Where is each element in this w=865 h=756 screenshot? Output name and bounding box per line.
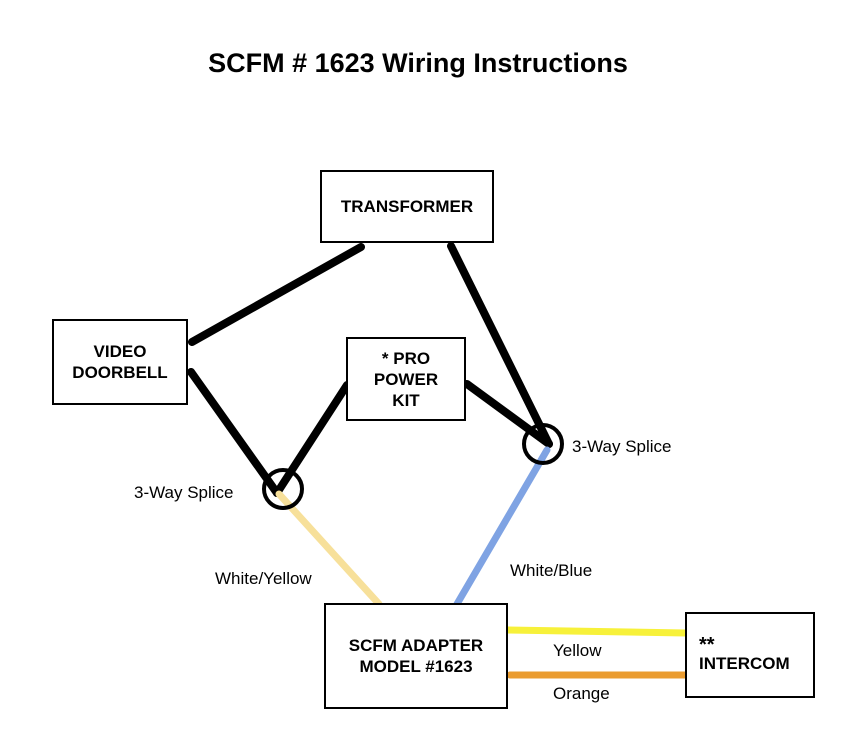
doorbell-label-line1: VIDEO [93,342,147,361]
splice-left-label: 3-Way Splice [134,483,234,502]
splice-right-label: 3-Way Splice [572,437,672,456]
white-blue-label: White/Blue [510,561,593,580]
intercom-label-line2: INTERCOM [699,653,790,673]
wire-kit-splice-left [273,381,351,497]
kit-label-line1: * PRO [381,348,431,368]
intercom-box: ** INTERCOM [685,612,815,698]
transformer-label: TRANSFORMER [340,197,474,216]
orange-label: Orange [553,684,610,703]
kit-label-line2: POWER [373,369,439,389]
splice-right-ring [522,423,564,465]
splice-left-ring [262,468,304,510]
adapter-label-line2: MODEL #1623 [359,657,473,676]
adapter-label-line1: SCFM ADAPTER [348,636,484,655]
pro-power-kit-box: * PRO POWER KIT [346,337,466,421]
wire-white-blue [453,446,551,608]
wire-yellow [504,626,690,637]
white-yellow-label: White/Yellow [215,569,312,588]
wire-white-yellow [275,490,383,608]
wire-kit-splice-right [463,380,553,448]
wire-doorbell-splice-left [187,368,281,497]
scfm-adapter-box: SCFM ADAPTER MODEL #1623 [324,603,508,709]
transformer-box: TRANSFORMER [320,170,494,243]
kit-label-line3: KIT [392,390,420,410]
video-doorbell-box: VIDEO DOORBELL [52,319,188,405]
intercom-label-line1: ** [699,633,715,656]
wire-transformer-splice-right [447,242,553,448]
wire-transformer-doorbell [188,243,365,346]
doorbell-label-line2: DOORBELL [72,363,168,382]
diagram-title: SCFM # 1623 Wiring Instructions [208,48,628,78]
yellow-label: Yellow [553,641,602,660]
